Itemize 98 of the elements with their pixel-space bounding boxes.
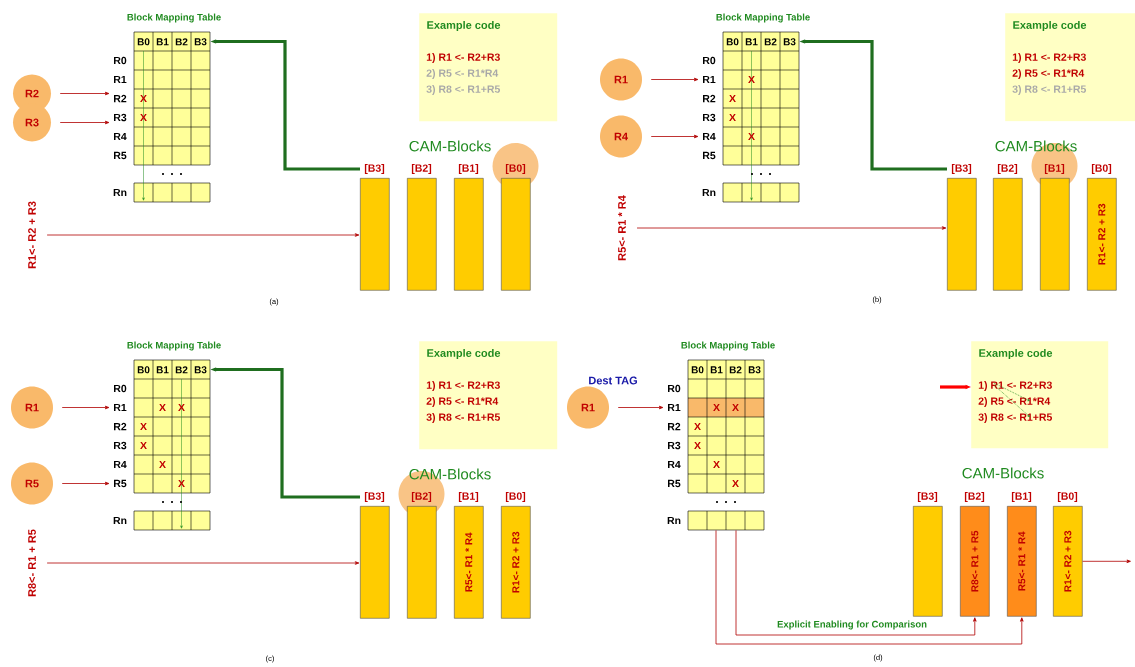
block-label: [B3] <box>951 164 972 174</box>
code-line: 3) R8 <- R1+R5 <box>426 413 500 423</box>
code-line: 1) R1 <- R2+R3 <box>1012 53 1086 63</box>
node-label: R3 <box>25 118 39 127</box>
instruction-text: R1<- R2 + R3 <box>28 201 36 269</box>
code-line: 1) R1 <- R2+R3 <box>426 53 500 63</box>
section-heading: CAM-Blocks <box>409 468 491 480</box>
arrow <box>650 77 699 82</box>
section-heading: CAM-Blocks <box>995 140 1077 152</box>
row-label: Rn <box>113 516 127 525</box>
row-label: Rn <box>113 188 127 197</box>
block-label: [B2] <box>997 164 1018 174</box>
row-label: R2 <box>703 94 716 103</box>
table-heading: Block Mapping Table <box>716 13 810 23</box>
code-line: 2) R5 <- R1*R4 <box>426 397 499 407</box>
table-heading: Block Mapping Table <box>127 13 221 23</box>
instruction-text: R8<- R1 + R5 <box>28 529 36 597</box>
block-label: [B0] <box>1091 164 1112 174</box>
arrow <box>61 481 110 486</box>
table-heading: Block Mapping Table <box>681 341 775 351</box>
code-line: 2) R5 <- R1*R4 <box>1012 69 1085 79</box>
row-label: R4 <box>114 460 127 469</box>
arrow <box>46 561 360 565</box>
code-line: 3) R8 <- R1+R5 <box>426 85 500 95</box>
arrow <box>59 91 110 96</box>
code-title: Example code <box>979 348 1053 360</box>
cam-block: R5<- R1 * R4 <box>454 506 484 619</box>
code-line: 1) R1 <- R2+R3 <box>978 381 1052 391</box>
row-label: R2 <box>668 422 681 431</box>
arrow <box>46 233 360 237</box>
section-heading: CAM-Blocks <box>962 467 1044 479</box>
row-label: R1 <box>668 403 681 412</box>
block-label: [B1] <box>1044 164 1065 174</box>
code-line: 3) R8 <- R1+R5 <box>978 413 1052 423</box>
block-label: [B0] <box>1057 492 1078 502</box>
arrow <box>61 405 110 410</box>
code-box <box>1005 13 1135 122</box>
block-label: [B2] <box>964 492 985 502</box>
edge-label: Explicit Enabling for Comparison <box>776 619 928 631</box>
row-label: R0 <box>114 384 127 393</box>
arrow <box>59 120 110 125</box>
row-label: R5 <box>668 479 681 488</box>
block-label: [B3] <box>364 164 385 174</box>
code-line: 3) R8 <- R1+R5 <box>1012 85 1086 95</box>
row-label: R0 <box>703 56 716 65</box>
row-label: R1 <box>703 75 716 84</box>
row-label: R4 <box>703 132 716 141</box>
arrow <box>1082 559 1131 564</box>
row-label: R5 <box>703 151 716 160</box>
code-line: 2) R5 <- R1*R4 <box>978 397 1051 407</box>
block-label: [B1] <box>1011 492 1032 502</box>
instruction-text: R5<- R1 * R4 <box>618 195 626 261</box>
code-box <box>419 341 558 450</box>
row-label: R0 <box>668 384 681 393</box>
row-label: R1 <box>114 75 127 84</box>
code-box <box>971 341 1109 449</box>
code-line: 2) R5 <- R1*R4 <box>426 69 499 79</box>
block-label: [B2] <box>411 164 432 174</box>
code-title: Example code <box>427 348 501 360</box>
row-label: R5 <box>114 151 127 160</box>
arrow <box>735 530 977 636</box>
block-label: [B3] <box>364 492 385 502</box>
block-label: [B1] <box>458 164 479 174</box>
cam-block: R1<- R2 + R3 <box>1087 178 1117 291</box>
cam-block: R1<- R2 + R3 <box>501 506 531 619</box>
row-label: R4 <box>114 132 127 141</box>
code-line: 1) R1 <- R2+R3 <box>426 381 500 391</box>
arrow <box>650 134 699 139</box>
row-label: R2 <box>114 422 127 431</box>
row-label: R5 <box>114 479 127 488</box>
arrow <box>617 405 664 410</box>
node-label: R2 <box>25 89 39 98</box>
block-label: [B0] <box>505 164 526 174</box>
cam-block: R5<- R1 * R4 <box>1007 506 1037 617</box>
cam-block: R1<- R2 + R3 <box>1053 506 1083 617</box>
code-title: Example code <box>427 20 501 32</box>
block-label: [B3] <box>917 492 938 502</box>
arrow <box>636 226 947 230</box>
block-label: [B1] <box>458 492 479 502</box>
cam-block: R8<- R1 + R5 <box>960 506 990 617</box>
arrow <box>715 530 1024 645</box>
row-label: R0 <box>114 56 127 65</box>
row-label: Rn <box>667 516 681 525</box>
code-title: Example code <box>1013 20 1087 32</box>
block-label: [B0] <box>505 492 526 502</box>
row-label: R1 <box>114 403 127 412</box>
row-label: R3 <box>114 441 127 450</box>
block-label: [B2] <box>411 492 432 502</box>
row-label: R3 <box>668 441 681 450</box>
section-heading: CAM-Blocks <box>409 140 491 152</box>
row-label: R3 <box>703 113 716 122</box>
row-label: R3 <box>114 113 127 122</box>
row-label: R2 <box>114 94 127 103</box>
row-label: Rn <box>702 188 716 197</box>
table-heading: Block Mapping Table <box>127 341 221 351</box>
tag-label: Dest TAG <box>589 376 637 385</box>
row-label: R4 <box>668 460 681 469</box>
code-box <box>419 13 558 122</box>
